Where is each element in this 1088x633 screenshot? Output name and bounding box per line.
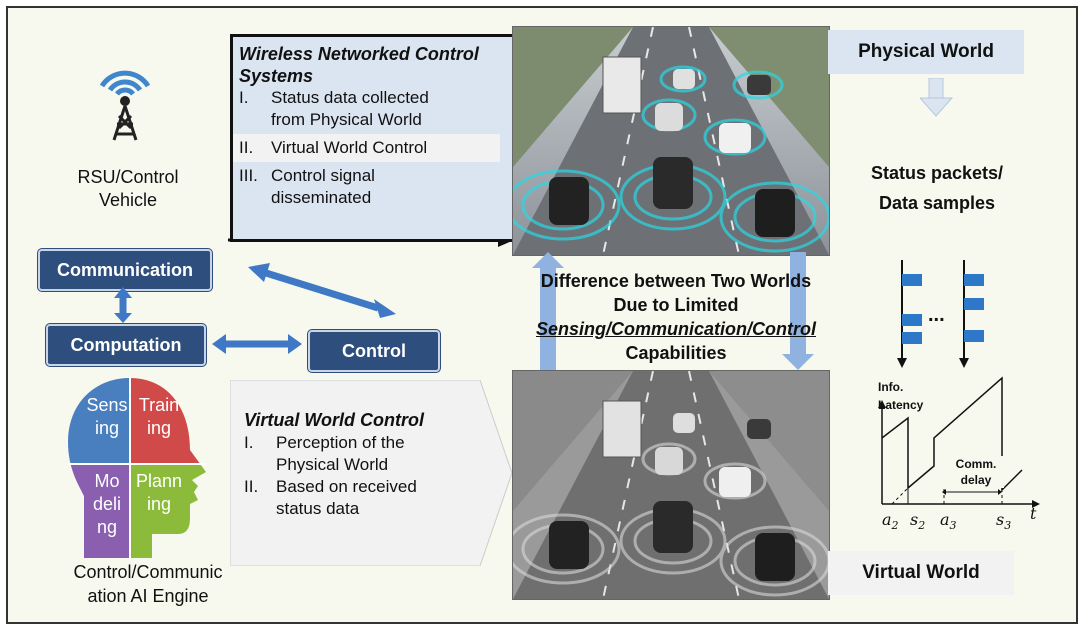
box-arrows [114, 263, 396, 354]
tick-a3: a3 [940, 510, 957, 533]
computation-box: Computation [46, 324, 206, 366]
wncs-title: Wireless Networked Control Systems [239, 44, 479, 86]
aoi-comm-delay-label: Comm. delay [948, 456, 1004, 488]
difference-text: Difference between Two Worlds Due to Lim… [535, 271, 816, 363]
arrow-comm-control [248, 263, 396, 318]
tick-s3: s3 [996, 510, 1012, 533]
down-arrow [782, 252, 814, 370]
diagram-frame: RSU/Control Vehicle Communication Comput… [6, 6, 1078, 624]
status-packets-text: Status packets/ Data samples [870, 163, 1004, 213]
aoi-ylabel: Info. Latency [878, 380, 924, 412]
physical-world-image [512, 26, 830, 256]
control-box: Control [308, 330, 440, 372]
ai-engine-caption: Control/Communic ation AI Engine [73, 562, 223, 606]
physical-to-status-arrow [920, 78, 954, 117]
rsu-label: RSU/Control Vehicle [77, 167, 179, 210]
tick-s2: s2 [910, 510, 926, 533]
vwc-title: Virtual World Control [244, 410, 424, 430]
tick-t: t [1030, 504, 1037, 523]
wncs-item-2: II.Virtual World Control [233, 134, 500, 162]
aoi-plot [878, 376, 1040, 508]
antenna-tower-icon [90, 52, 160, 144]
packet-timelines: ... [888, 260, 1008, 370]
vwc-panel: Virtual World Control I.Perception of th… [230, 380, 530, 566]
arrow-comm-comp [114, 287, 132, 323]
aoi-tick-labels: a2 s2 a3 s3 t [882, 504, 1052, 540]
tick-a2: a2 [882, 510, 899, 533]
physical-world-label: Physical World [828, 30, 1024, 74]
up-arrow [532, 252, 564, 370]
virtual-world-label: Virtual World [828, 551, 1014, 595]
world-sync-arrows [532, 252, 814, 370]
wncs-panel: Wireless Networked Control Systems I.Sta… [230, 34, 512, 242]
packet-ellipsis: ... [928, 304, 945, 326]
arrow-comp-control [212, 334, 302, 354]
virtual-world-image [512, 370, 830, 600]
